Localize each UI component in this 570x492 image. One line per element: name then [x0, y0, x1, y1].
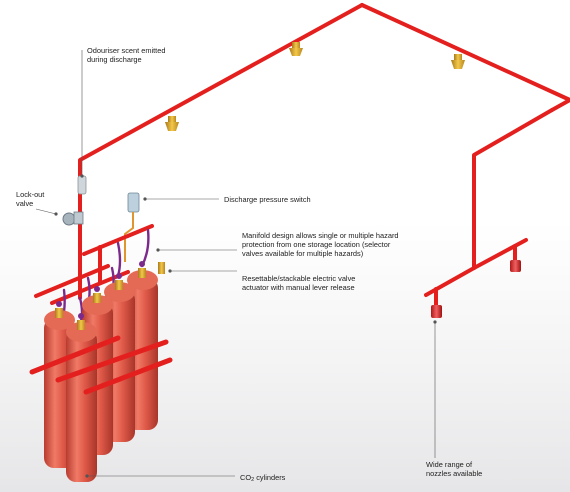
pressure-switch-label: Discharge pressure switch	[224, 195, 311, 204]
pressure-switch-icon	[124, 192, 140, 262]
lockout-valve-label: Lock-out valve	[16, 190, 45, 208]
red-nozzle-icon	[510, 260, 521, 272]
co2-label-main: CO	[240, 473, 252, 482]
return-pipe	[472, 108, 554, 270]
nozzles-label: Wide range of nozzles available	[426, 460, 483, 478]
red-nozzle-icon	[431, 305, 442, 318]
actuator-label: Resettable/stackable electric valve actu…	[242, 274, 356, 292]
leader-lines	[35, 50, 436, 477]
odouriser-icon	[77, 175, 87, 195]
odouriser-label: Odouriser scent emitted during discharge	[87, 46, 166, 64]
ceiling-pipe-right	[360, 3, 570, 112]
brass-nozzle-icon	[165, 116, 179, 131]
co2-label-rest: cylinders	[254, 473, 286, 482]
lockout-valve-icon	[62, 211, 84, 226]
brass-nozzle-icon	[289, 42, 303, 56]
co2-cylinders-label: CO2 cylinders	[240, 473, 286, 483]
cylinder-rack-rails	[29, 335, 173, 395]
manifold-label: Manifold design allows single or multipl…	[242, 231, 399, 258]
branch-pipe	[424, 266, 476, 297]
pipe-network	[78, 3, 570, 308]
co2-label-subscript: 2	[251, 477, 255, 483]
ceiling-pipe-left	[78, 3, 364, 170]
valve-actuators	[55, 261, 165, 330]
brass-nozzle-icon	[451, 54, 465, 69]
branch-pipe-right	[472, 238, 528, 270]
leader-dots	[54, 174, 437, 478]
